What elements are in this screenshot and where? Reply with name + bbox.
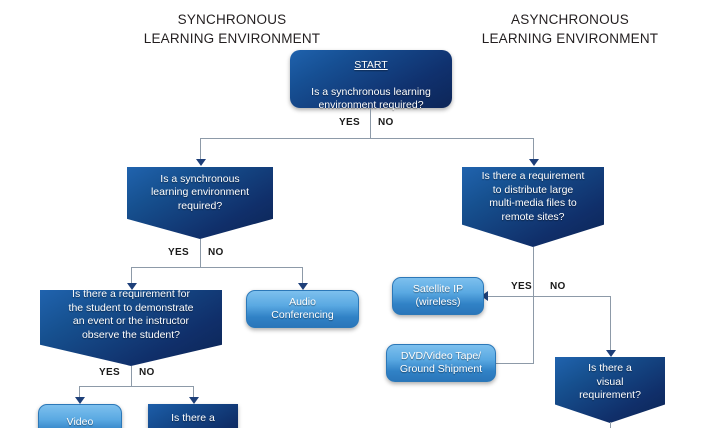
heading-synchronous: SYNCHRONOUS LEARNING ENVIRONMENT	[143, 12, 321, 46]
arrow-to-satellite-ip	[481, 291, 488, 301]
connector-start-bus	[200, 138, 534, 139]
arrow-to-visual-decision	[606, 350, 616, 357]
connector-start-yes-drop	[200, 138, 201, 160]
connector-sync-stem	[200, 239, 201, 267]
connector-demo-stem	[131, 366, 132, 386]
connector-distribute-stem	[533, 247, 534, 363]
arrow-to-demonstrate-decision	[127, 283, 137, 290]
connector-sync-bus	[131, 267, 302, 268]
node-visual-decision-text: Is there a visual requirement?	[579, 362, 641, 402]
heading-asynchronous: ASYNCHRONOUS LEARNING ENVIRONMENT	[481, 12, 659, 46]
node-audio-conferencing-text: Audio Conferencing	[271, 295, 334, 322]
node-demonstrate-decision[interactable]: Is there a requirement for the student t…	[40, 290, 222, 366]
label-dist-yes: YES	[511, 281, 532, 292]
node-satellite-ip[interactable]: Satellite IP (wireless)	[392, 277, 484, 315]
node-video-text: Video	[66, 416, 94, 428]
node-satellite-ip-text: Satellite IP (wireless)	[412, 282, 464, 309]
label-sync-yes: YES	[168, 247, 189, 258]
connector-sync-yes-drop	[131, 267, 132, 284]
node-start-body: START Is a synchronous learning environm…	[311, 45, 431, 113]
node-start-question: Is a synchronous learning environment re…	[311, 85, 431, 112]
label-sync-no: NO	[208, 247, 224, 258]
connector-yes-to-satellite	[487, 296, 534, 297]
arrow-to-video	[75, 397, 85, 404]
connector-start-no-drop	[533, 138, 534, 160]
label-start-yes: YES	[339, 117, 360, 128]
connector-demo-bus	[79, 386, 193, 387]
node-sync-decision[interactable]: Is a synchronous learning environment re…	[127, 167, 273, 239]
connector-demo-yes-drop	[79, 386, 80, 398]
node-distribute-decision[interactable]: Is there a requirement to distribute lar…	[462, 167, 604, 247]
arrow-to-is-there-a	[189, 397, 199, 404]
label-dist-no: NO	[550, 281, 566, 292]
connector-no-to-visual-v	[610, 296, 611, 351]
node-is-there-a-text: Is there a	[171, 412, 215, 425]
label-demo-no: NO	[139, 367, 155, 378]
node-dvd-video-tape[interactable]: DVD/Video Tape/ Ground Shipment	[386, 344, 496, 382]
node-audio-conferencing[interactable]: Audio Conferencing	[246, 290, 359, 328]
node-start-title: START	[354, 58, 388, 71]
connector-no-to-visual-h	[533, 296, 611, 297]
node-dvd-video-tape-text: DVD/Video Tape/ Ground Shipment	[399, 349, 483, 376]
connector-sync-no-drop	[302, 267, 303, 284]
connector-demo-no-drop	[193, 386, 194, 398]
node-is-there-a[interactable]: Is there a	[148, 404, 238, 428]
arrow-to-distribute-decision	[529, 159, 539, 166]
node-demonstrate-decision-text: Is there a requirement for the student t…	[68, 288, 194, 341]
label-start-no: NO	[378, 117, 394, 128]
arrow-to-audio-conferencing	[298, 283, 308, 290]
node-visual-decision[interactable]: Is there a visual requirement?	[555, 357, 665, 423]
node-sync-decision-text: Is a synchronous learning environment re…	[150, 172, 250, 212]
node-distribute-decision-text: Is there a requirement to distribute lar…	[481, 170, 585, 223]
connector-start-stem	[370, 108, 371, 138]
connector-yes-to-dvd	[487, 363, 534, 364]
node-video[interactable]: Video	[38, 404, 122, 428]
connector-visual-stem	[610, 422, 611, 428]
arrow-to-sync-decision	[196, 159, 206, 166]
label-demo-yes: YES	[99, 367, 120, 378]
node-start[interactable]: START Is a synchronous learning environm…	[290, 50, 452, 111]
